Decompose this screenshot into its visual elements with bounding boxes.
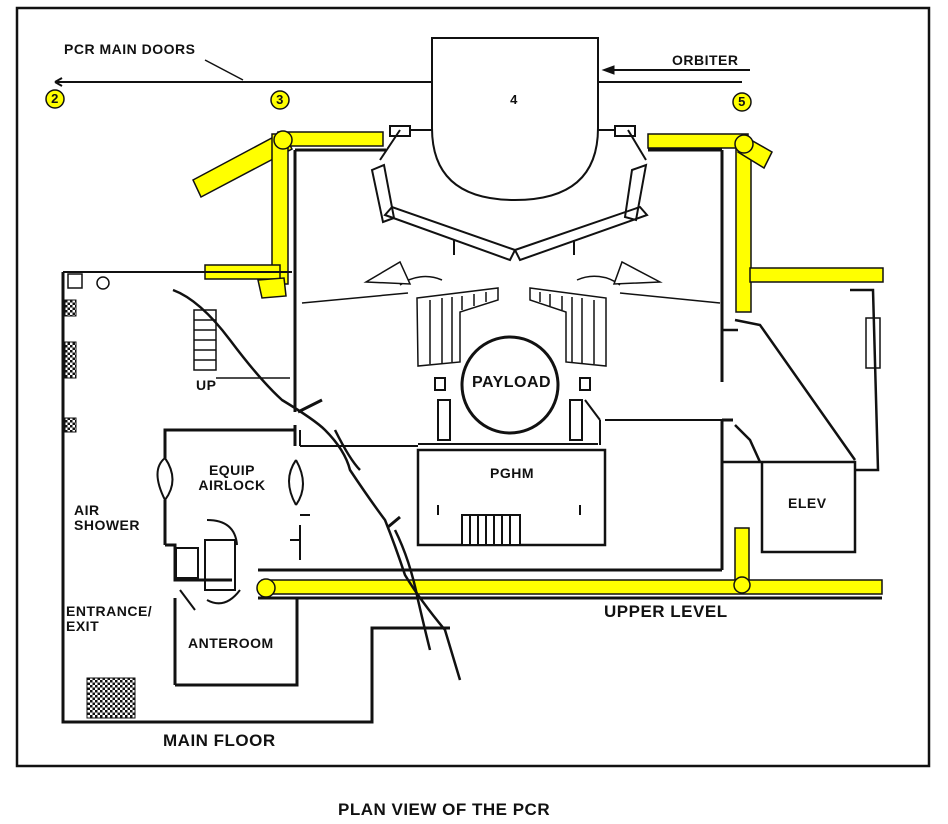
orbiter-leader xyxy=(601,65,750,75)
equip-airlock-line-2: AIRLOCK xyxy=(198,476,266,493)
up-label: UP xyxy=(196,377,217,393)
door-2-label: 2 xyxy=(51,91,59,106)
door-5-label: 5 xyxy=(738,94,746,109)
cut-lines xyxy=(172,288,462,681)
pcr-walls xyxy=(258,148,882,600)
platform-swings xyxy=(301,260,721,304)
door-3-marker xyxy=(270,90,290,110)
main-floor-walls xyxy=(61,271,450,724)
door-2-marker xyxy=(45,89,65,109)
air-shower-line-2: SHOWER xyxy=(74,516,140,533)
payload-label: PAYLOAD xyxy=(472,374,552,391)
main-floor-label: MAIN FLOOR xyxy=(163,731,276,750)
door-4-label: 4 xyxy=(510,92,518,107)
outer-frame xyxy=(15,6,931,768)
elevator-area xyxy=(722,288,881,554)
access-platforms xyxy=(370,125,649,262)
door-5-marker xyxy=(732,92,752,112)
left-fixtures xyxy=(67,273,290,379)
equip-airlock-line-1: EQUIP xyxy=(208,462,256,478)
orbiter-outline xyxy=(431,37,599,202)
entrance-exit-line-1: ENTRANCE/ xyxy=(66,603,153,619)
pghm-label: PGHM xyxy=(490,465,534,481)
air-shower-label: AIR SHOWER xyxy=(74,503,140,532)
payload-circle xyxy=(460,335,560,435)
entrance-exit-label: ENTRANCE/ EXIT xyxy=(66,604,152,633)
airlock-details xyxy=(156,430,310,611)
door-3-label: 3 xyxy=(276,92,284,107)
entrance-exit-line-2: EXIT xyxy=(66,617,100,634)
main-doors-line xyxy=(54,59,742,87)
pcr-main-doors-label: PCR MAIN DOORS xyxy=(64,41,196,57)
work-stands xyxy=(416,287,607,367)
equip-airlock-label: EQUIP AIRLOCK xyxy=(192,463,272,492)
orbiter-label: ORBITER xyxy=(672,52,739,68)
anteroom-label: ANTEROOM xyxy=(188,635,274,651)
air-shower-line-1: AIR xyxy=(74,502,100,518)
hatched-blocks xyxy=(64,299,136,719)
elev-label: ELEV xyxy=(788,495,827,511)
pghm-structure xyxy=(300,377,722,547)
door-markers xyxy=(45,89,752,112)
caption: PLAN VIEW OF THE PCR xyxy=(338,800,551,819)
upper-level-label: UPPER LEVEL xyxy=(604,602,728,621)
